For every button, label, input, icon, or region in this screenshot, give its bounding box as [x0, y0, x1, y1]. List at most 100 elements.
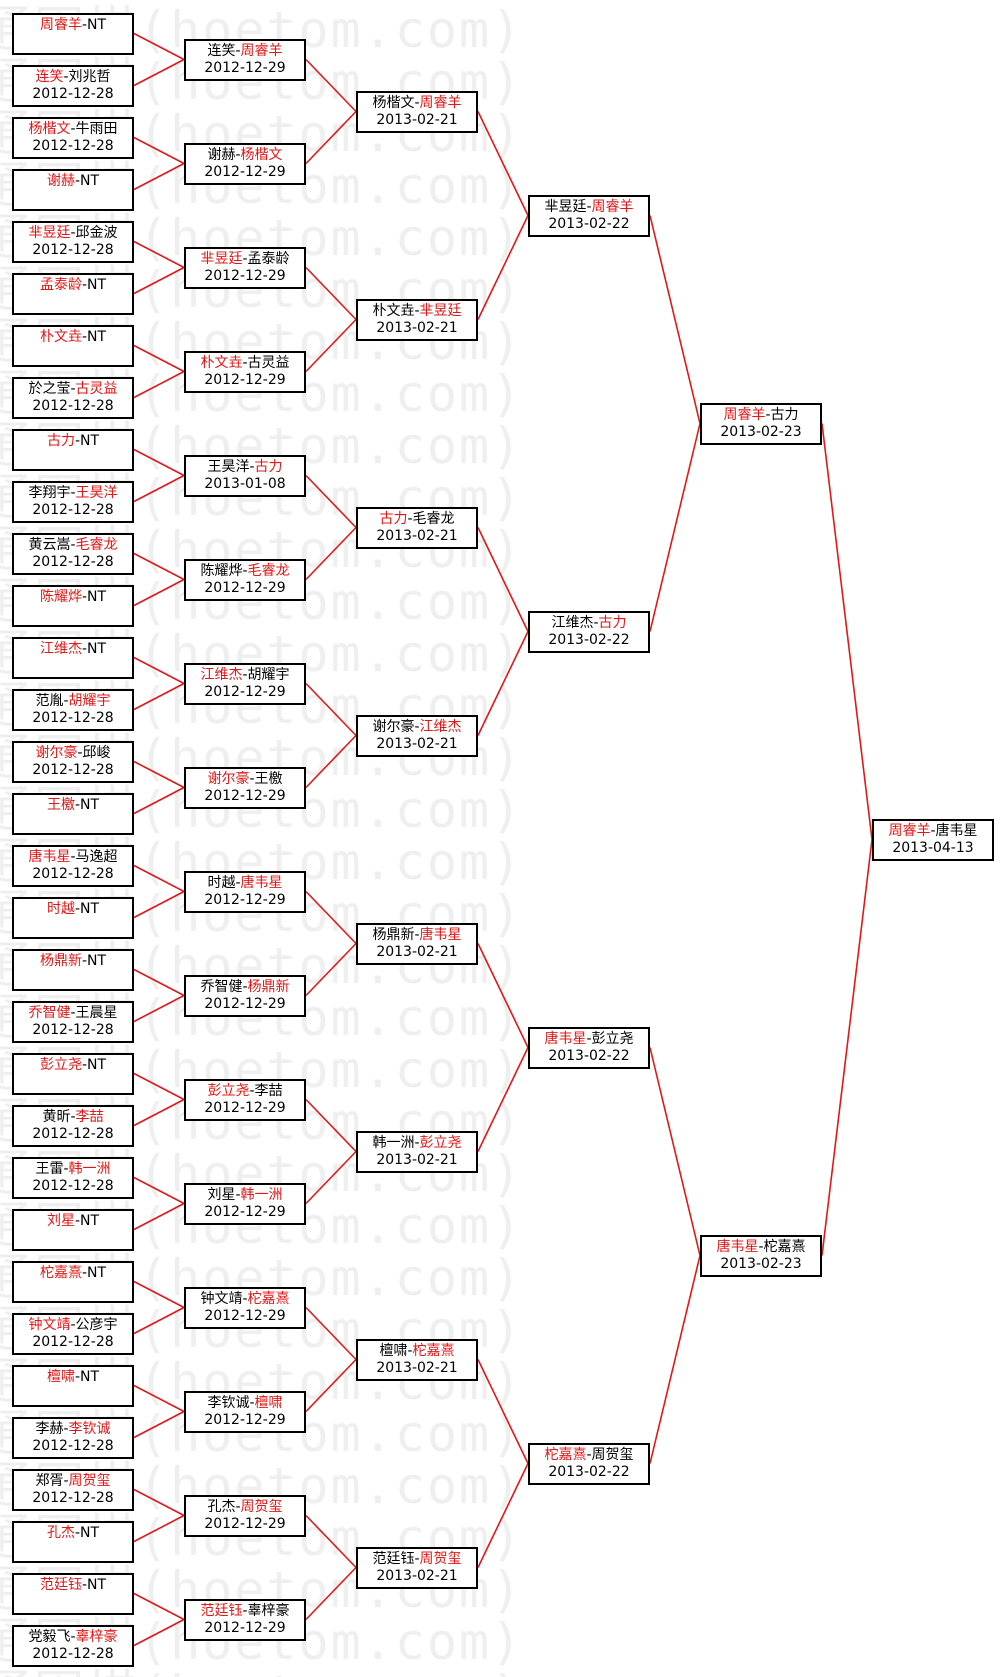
match-box-round-1: 古力-NT	[12, 428, 134, 471]
player-two: 王昊洋	[75, 484, 118, 501]
match-date: 2012-12-29	[204, 787, 286, 804]
match-date: 2012-12-28	[32, 865, 114, 882]
player-two: 李喆	[75, 1108, 104, 1125]
bracket-connector-line	[133, 760, 185, 789]
match-date: 2013-01-08	[204, 475, 286, 492]
player-separator: -	[81, 588, 88, 605]
match-players: 周睿羊-NT	[14, 17, 132, 34]
bracket-connector-line	[305, 1150, 357, 1205]
match-date: 2012-12-29	[204, 1411, 286, 1428]
match-date: 2012-12-28	[32, 1021, 114, 1038]
player-separator: -	[74, 432, 81, 449]
player-two: 周贺玺	[419, 1550, 462, 1567]
match-players: 唐韦星-柁嘉熹	[702, 1239, 820, 1256]
player-separator: -	[70, 1108, 76, 1125]
match-date: 2012-12-29	[204, 59, 286, 76]
bracket-connector-line	[305, 266, 357, 321]
match-players: 周睿羊-古力	[702, 407, 820, 424]
player-two: 韩一洲	[68, 1160, 111, 1177]
player-one: 时越	[46, 900, 75, 917]
match-box-round-1: 江维杰-NT	[12, 636, 134, 679]
player-separator: -	[235, 1186, 241, 1203]
player-one: 朴文垚	[372, 302, 415, 319]
match-players: 芈昱廷-孟泰龄	[186, 251, 304, 268]
match-players: 黄云嵩-毛睿龙	[14, 537, 132, 554]
bracket-connector-line	[133, 1618, 185, 1647]
match-date: 2013-02-21	[376, 943, 458, 960]
player-separator: -	[586, 1030, 592, 1047]
player-separator: -	[242, 978, 248, 995]
player-two: 周贺玺	[68, 1472, 111, 1489]
match-date: 2012-12-28	[32, 1437, 114, 1454]
player-separator: -	[74, 1368, 81, 1385]
match-date: 2012-12-29	[204, 1515, 286, 1532]
bracket-connector-line	[649, 423, 701, 632]
match-players: 黄昕-李喆	[14, 1109, 132, 1126]
player-separator: -	[81, 1264, 88, 1281]
match-date: 2013-02-22	[548, 1047, 630, 1064]
match-players: 乔智健-杨鼎新	[186, 979, 304, 996]
player-one: 彭立尧	[39, 1056, 82, 1073]
match-players: 陈耀烨-毛睿龙	[186, 563, 304, 580]
player-two: 公彦宇	[75, 1316, 118, 1333]
match-players: 钟文靖-公彦宇	[14, 1317, 132, 1334]
bracket-connector-line	[133, 864, 185, 893]
match-players: 陈耀烨-NT	[14, 589, 132, 606]
player-two: 邱峻	[82, 744, 111, 761]
player-two: NT	[80, 796, 100, 813]
player-one: 彭立尧	[207, 1082, 250, 1099]
match-players: 王檄-NT	[14, 797, 132, 814]
match-players: 柁嘉熹-NT	[14, 1265, 132, 1282]
player-two: NT	[80, 172, 100, 189]
match-players: 孔杰-周贺玺	[186, 1499, 304, 1516]
player-separator: -	[407, 510, 413, 527]
player-separator: -	[63, 68, 69, 85]
player-two: NT	[80, 900, 100, 917]
bracket-connector-line	[305, 734, 357, 789]
match-box-round-1: 彭立尧-NT	[12, 1052, 134, 1095]
player-two: 芈昱廷	[419, 302, 462, 319]
bracket-connector-line	[133, 32, 185, 61]
player-two: 檀啸	[254, 1394, 283, 1411]
player-two: 古力	[770, 406, 799, 423]
player-two: 邱金波	[75, 224, 118, 241]
match-players: 郑胥-周贺玺	[14, 1473, 132, 1490]
player-one: 周睿羊	[888, 822, 931, 839]
match-players: 连笑-周睿羊	[186, 43, 304, 60]
player-separator: -	[63, 1420, 69, 1437]
player-one: 柁嘉熹	[544, 1446, 587, 1463]
bracket-connector-line	[649, 1047, 701, 1256]
bracket-connector-line	[305, 474, 357, 529]
player-two: NT	[80, 1212, 100, 1229]
player-two: NT	[87, 640, 107, 657]
player-one: 时越	[207, 874, 236, 891]
match-date: 2013-02-23	[720, 423, 802, 440]
match-date: 2013-02-21	[376, 1567, 458, 1584]
match-date: 2012-12-28	[32, 501, 114, 518]
match-date: 2012-12-28	[32, 1489, 114, 1506]
bracket-connector-line	[133, 162, 185, 191]
match-date: 2012-12-28	[32, 1645, 114, 1662]
bracket-connector-line	[133, 994, 185, 1023]
match-date: 2013-02-21	[376, 1359, 458, 1376]
player-separator: -	[249, 1082, 255, 1099]
match-players: 时越-唐韦星	[186, 875, 304, 892]
player-two: NT	[87, 1576, 107, 1593]
bracket-connector-line	[477, 943, 529, 1048]
bracket-connector-line	[821, 423, 873, 840]
player-one: 连笑	[207, 42, 236, 59]
player-one: 江维杰	[200, 666, 243, 683]
bracket-connector-line	[477, 631, 529, 736]
